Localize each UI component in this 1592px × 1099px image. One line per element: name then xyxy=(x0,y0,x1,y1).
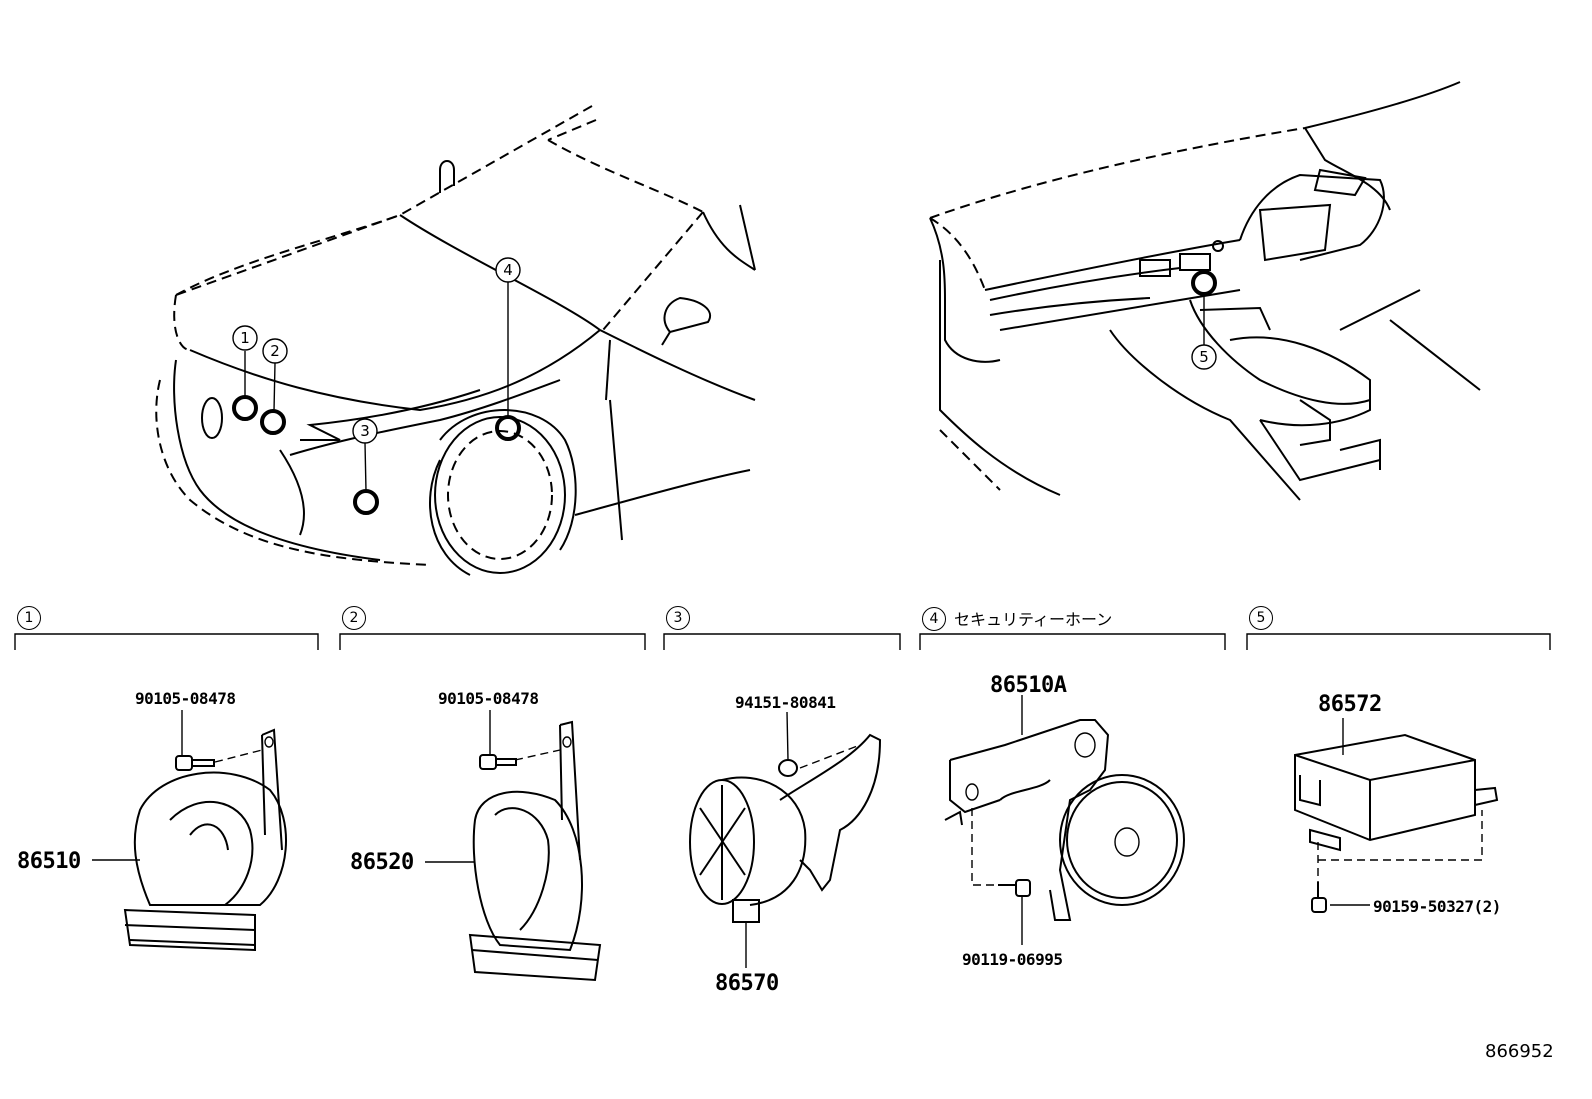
svg-text:2: 2 xyxy=(270,342,280,360)
svg-text:1: 1 xyxy=(240,329,250,347)
section-number-2: 2 xyxy=(342,606,366,630)
location-callout-3: 3 xyxy=(352,418,378,444)
section-number-5: 5 xyxy=(1249,606,1273,630)
part-number-s3-nut[interactable]: 94151-80841 xyxy=(735,693,836,712)
svg-text:4: 4 xyxy=(503,261,513,279)
location-callout-4: 4 xyxy=(495,257,521,283)
section-header-4: 4 セキュリティーホーン xyxy=(922,606,1112,631)
car-interior-illustration xyxy=(929,81,1481,501)
section-title-4: セキュリティーホーン xyxy=(954,610,1113,629)
section-header-2: 2 xyxy=(342,606,374,630)
location-callout-5: 5 xyxy=(1191,344,1217,370)
siren-86570-illustration xyxy=(689,711,882,968)
svg-text:3: 3 xyxy=(360,422,370,440)
diagram-id: 866952 xyxy=(1485,1041,1554,1062)
part-number-s4-main[interactable]: 86510A xyxy=(990,673,1067,698)
part-number-s3-main[interactable]: 86570 xyxy=(715,971,779,996)
horn-86520-illustration xyxy=(425,710,602,982)
section-number-1: 1 xyxy=(17,606,41,630)
part-number-s2-main[interactable]: 86520 xyxy=(350,850,414,875)
location-callout-2: 2 xyxy=(262,338,288,364)
section-header-3: 3 xyxy=(666,606,698,630)
part-number-s1-main[interactable]: 86510 xyxy=(17,849,81,874)
part-number-s5-bolt[interactable]: 90159-50327(2) xyxy=(1373,897,1501,916)
security-horn-86510A-illustration xyxy=(944,695,1185,945)
control-unit-86572-illustration xyxy=(1294,718,1499,913)
part-number-s1-bolt[interactable]: 90105-08478 xyxy=(135,689,236,708)
part-number-s4-bolt[interactable]: 90119-06995 xyxy=(962,950,1063,969)
svg-text:5: 5 xyxy=(1199,348,1209,366)
section-brackets xyxy=(14,633,1551,650)
location-callout-1: 1 xyxy=(232,325,258,351)
section-header-5: 5 xyxy=(1249,606,1281,630)
section-header-1: 1 xyxy=(17,606,49,630)
section-number-3: 3 xyxy=(666,606,690,630)
horn-86510-illustration xyxy=(92,710,287,952)
section-number-4: 4 xyxy=(922,606,946,631)
part-number-s2-bolt[interactable]: 90105-08478 xyxy=(438,689,539,708)
part-number-s5-main[interactable]: 86572 xyxy=(1318,692,1382,717)
car-exterior-illustration xyxy=(155,105,756,576)
